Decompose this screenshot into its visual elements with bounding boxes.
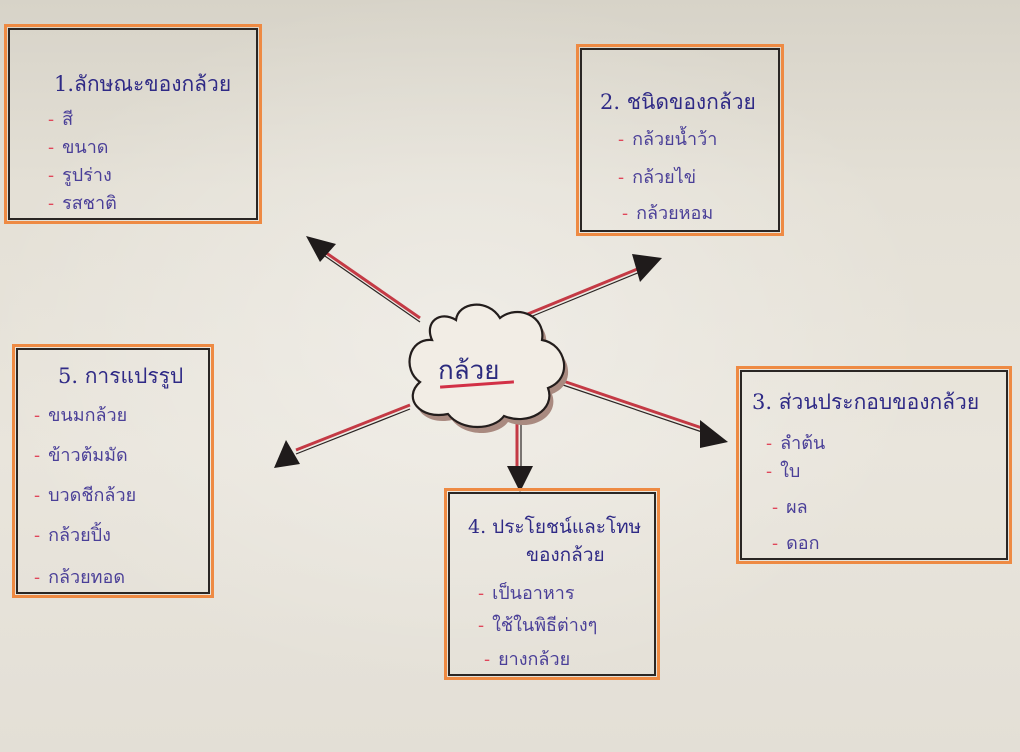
box1-item: -รูปร่าง: [48, 165, 112, 186]
box-processing: 5. การแปรรูป -ขนมกล้วย -ข้าวต้มมัด -บวดช…: [12, 344, 214, 598]
box4-title-line1: 4. ประโยชน์และโทษ: [468, 516, 642, 538]
box5-item: -กล้วยปิ้ง: [34, 525, 111, 546]
box5-title: 5. การแปรรูป: [58, 364, 184, 388]
box4-item: -ยางกล้วย: [484, 649, 571, 670]
arrow-to-box5: [274, 403, 411, 468]
box5-item: -ข้าวต้มมัด: [34, 445, 128, 466]
arrow-to-box2: [517, 254, 662, 323]
box-characteristics: 1.ลักษณะของกล้วย -สี -ขนาด -รูปร่าง -รสช…: [4, 24, 262, 224]
box-components: 3. ส่วนประกอบของกล้วย -ลำต้น -ใบ -ผล -ดอ…: [736, 366, 1012, 564]
center-cloud: [408, 303, 569, 433]
box3-title: 3. ส่วนประกอบของกล้วย: [752, 390, 980, 414]
box4-item: -ใช้ในพิธีต่างๆ: [478, 615, 598, 636]
box2-item: -กล้วยไข่: [618, 167, 697, 188]
box1-item: -สี: [48, 109, 74, 130]
box1-item: -รสชาติ: [48, 193, 117, 214]
box3-item: -ลำต้น: [766, 433, 826, 454]
box2-item: -กล้วยน้ำว้า: [618, 129, 718, 150]
box3-item: -ผล: [772, 497, 808, 518]
arrow-to-box3: [559, 378, 728, 448]
box3-item: -ดอก: [772, 533, 820, 554]
arrow-to-box1: [306, 236, 421, 323]
box2-item: -กล้วยหอม: [622, 203, 714, 224]
box2-title: 2. ชนิดของกล้วย: [600, 90, 756, 114]
box5-item: -กล้วยทอด: [34, 567, 126, 588]
box4-title-line2: ของกล้วย: [526, 544, 605, 566]
box4-item: -เป็นอาหาร: [478, 583, 575, 604]
box3-item: -ใบ: [766, 461, 801, 482]
box-types: 2. ชนิดของกล้วย -กล้วยน้ำว้า -กล้วยไข่ -…: [576, 44, 784, 236]
box5-item: -ขนมกล้วย: [34, 405, 128, 426]
box5-item: -บวดชีกล้วย: [34, 485, 137, 506]
box1-title: 1.ลักษณะของกล้วย: [54, 72, 232, 96]
center-label: กล้วย: [438, 356, 500, 386]
box1-item: -ขนาด: [48, 137, 109, 158]
box-benefits: 4. ประโยชน์และโทษ ของกล้วย -เป็นอาหาร -ใ…: [444, 488, 660, 680]
